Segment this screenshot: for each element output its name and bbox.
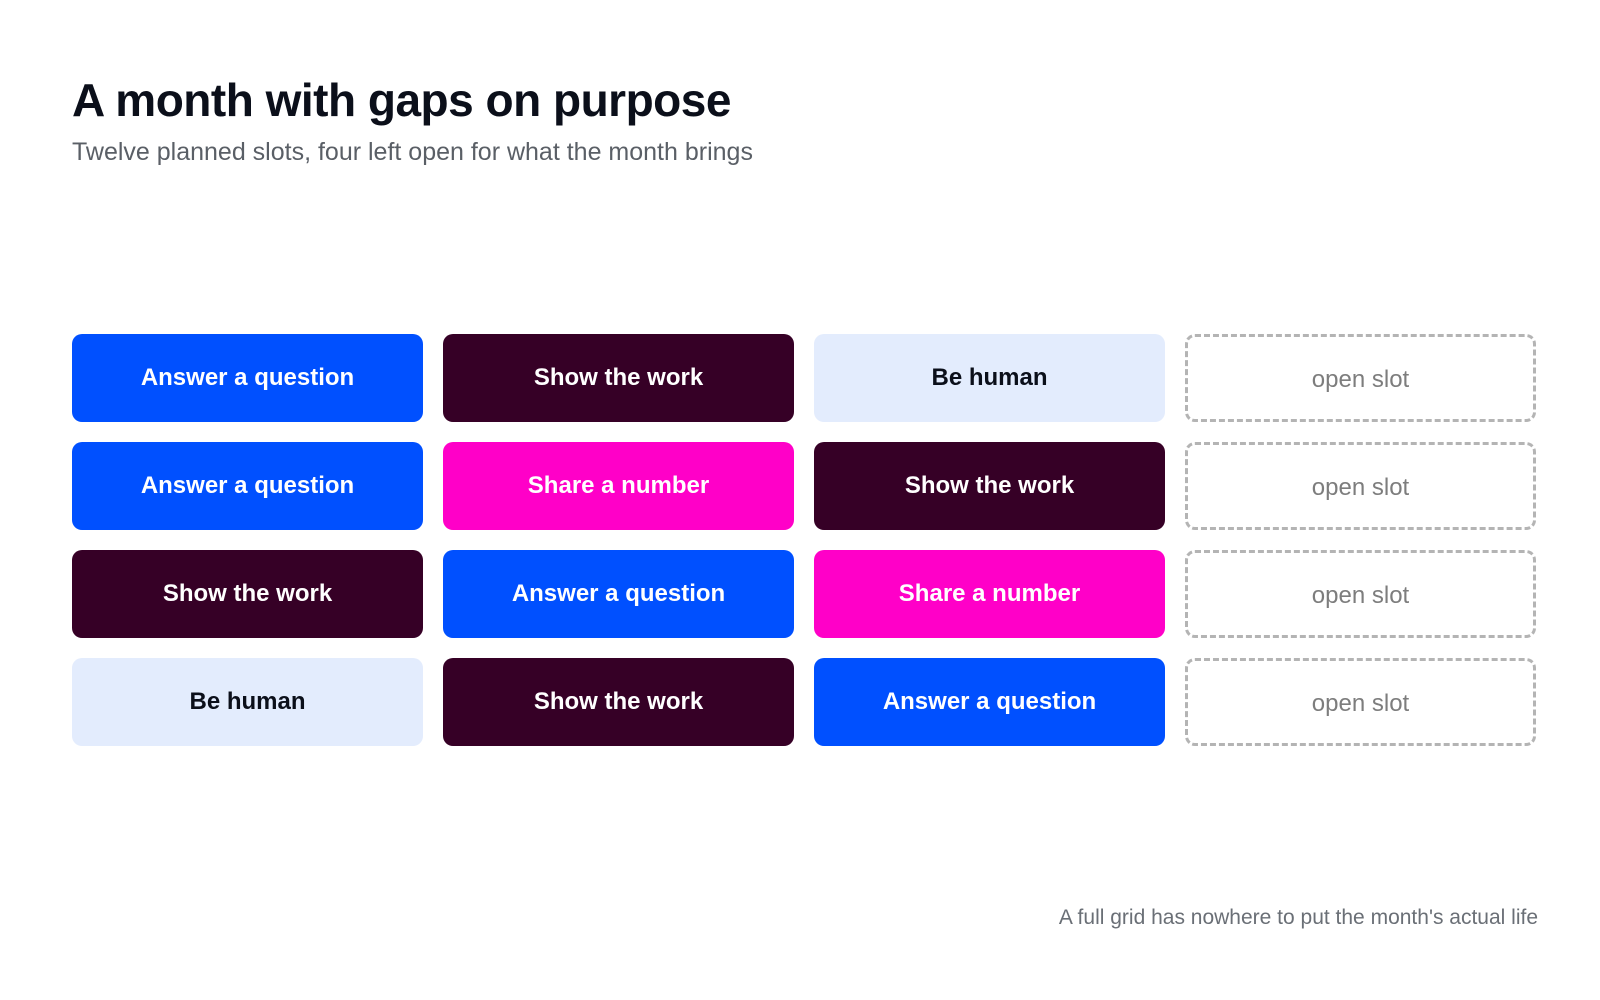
slot-r1-c2: Show the work (443, 334, 794, 422)
slot-r1-c4: open slot (1185, 334, 1536, 422)
header: A month with gaps on purpose Twelve plan… (72, 74, 753, 168)
slot-r4-c4: open slot (1185, 658, 1536, 746)
slot-r4-c2: Show the work (443, 658, 794, 746)
slot-r2-c3: Show the work (814, 442, 1165, 530)
slot-r2-c1: Answer a question (72, 442, 423, 530)
slot-r1-c1: Answer a question (72, 334, 423, 422)
page-title: A month with gaps on purpose (72, 74, 731, 126)
slot-grid: Answer a question Show the work Be human… (72, 334, 1536, 746)
slot-r3-c4: open slot (1185, 550, 1536, 638)
page-subtitle: Twelve planned slots, four left open for… (72, 138, 753, 166)
slot-r3-c2: Answer a question (443, 550, 794, 638)
slot-r4-c3: Answer a question (814, 658, 1165, 746)
footnote: A full grid has nowhere to put the month… (1058, 906, 1538, 929)
slot-r3-c3: Share a number (814, 550, 1165, 638)
slot-r1-c3: Be human (814, 334, 1165, 422)
slot-r3-c1: Show the work (72, 550, 423, 638)
slot-r2-c4: open slot (1185, 442, 1536, 530)
slot-r4-c1: Be human (72, 658, 423, 746)
slot-r2-c2: Share a number (443, 442, 794, 530)
